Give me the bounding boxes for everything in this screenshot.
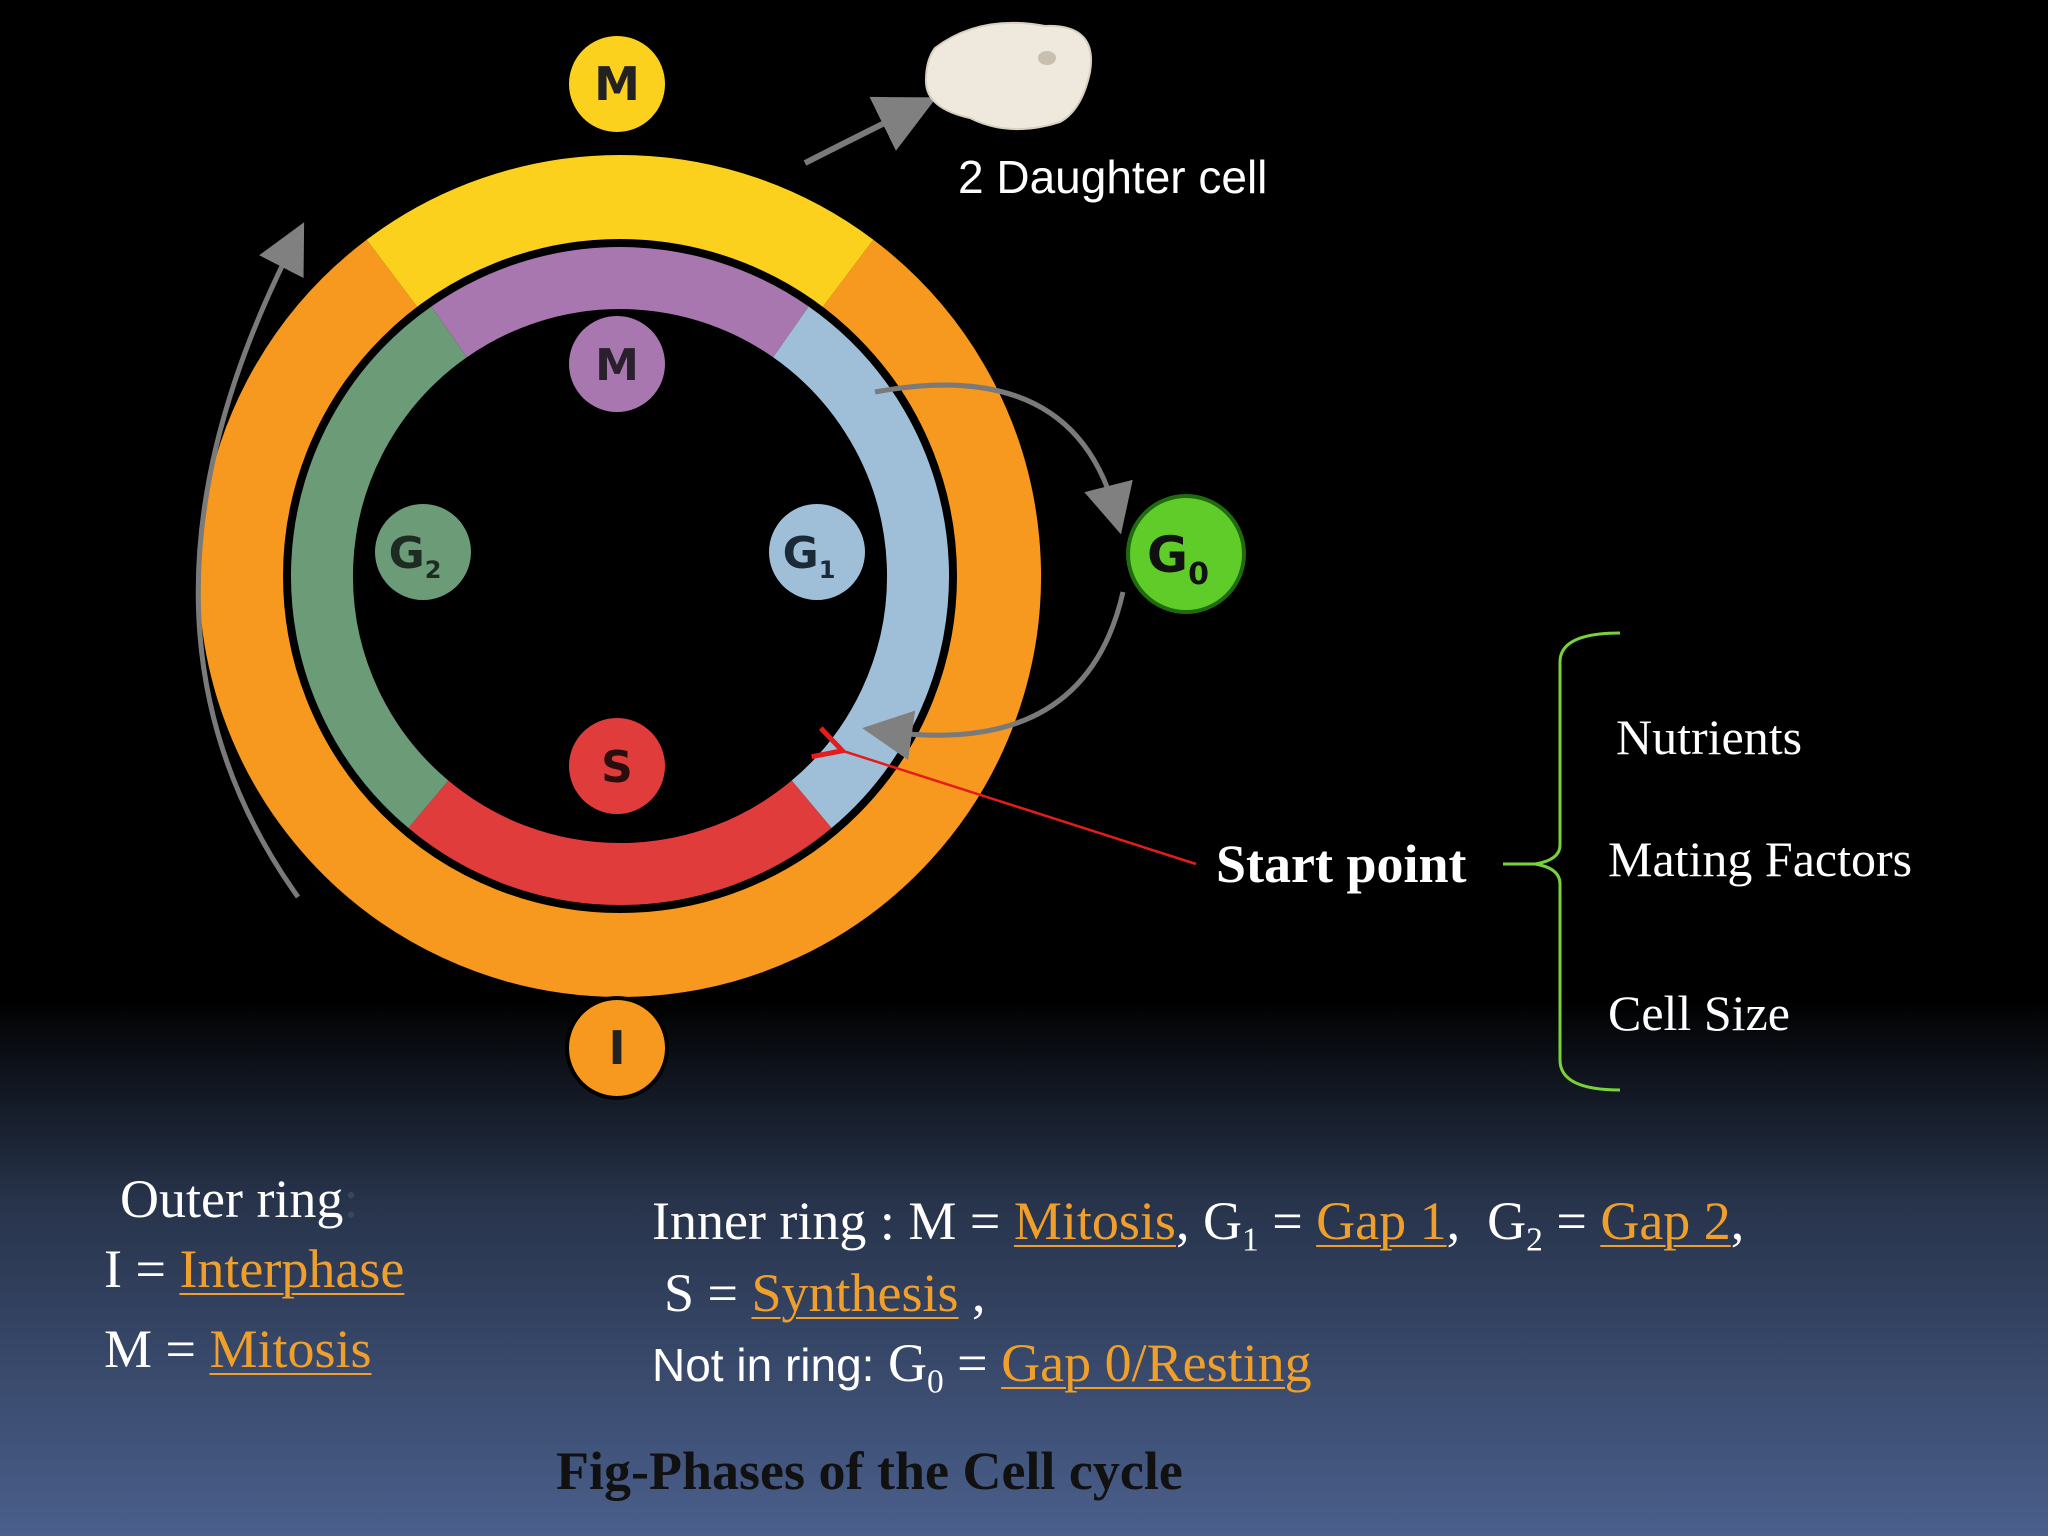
factor-cell-size: Cell Size — [1608, 985, 1790, 1041]
legend-inner-s-prefix: S = — [664, 1263, 738, 1323]
mitosis-link-outer[interactable]: Mitosis — [209, 1319, 372, 1379]
legend-outer-colon: : — [343, 1169, 359, 1229]
gap2-link[interactable]: Gap 2 — [1600, 1191, 1731, 1251]
outer-ring-mitosis-segment — [366, 155, 874, 311]
factor-mating-factors: Mating Factors — [1608, 831, 1913, 887]
g0-to-g1-arrow — [862, 591, 1126, 760]
legend-notring: Not in ring: G0 = Gap 0/Resting — [652, 1333, 1312, 1401]
ring-separator — [283, 239, 957, 913]
inner-ring-s-segment — [408, 780, 832, 905]
start-point-arrow — [840, 750, 1197, 866]
legend-notring-g0-label: G0 — [887, 1333, 944, 1401]
inner-badge-s: S — [569, 718, 665, 814]
daughter-cell-arrow — [803, 96, 937, 166]
interphase-link[interactable]: Interphase — [179, 1239, 405, 1299]
inner-badge-mitosis: M — [569, 316, 665, 412]
legend-inner-line1: Inner ring : M = Mitosis, G1 = Gap 1, G2… — [652, 1191, 1745, 1259]
inner-badge-g1: G1 — [769, 504, 865, 600]
inner-badge-g1-sub: 1 — [819, 556, 836, 584]
outer-badge-interphase: I — [565, 996, 669, 1100]
legend-notring-prefix: Not in ring: — [652, 1339, 875, 1391]
inner-ring-mitosis-segment — [431, 247, 809, 358]
svg-text:G1: G1 — [783, 528, 836, 584]
legend-outer-title: Outer ring: — [120, 1168, 358, 1230]
legend-inner-prefix: Inner ring : M = — [652, 1191, 1001, 1251]
daughter-cell-label: 2 Daughter cell — [958, 151, 1268, 203]
outer-badge-interphase-label: I — [608, 1021, 625, 1075]
inner-ring-g2-segment — [290, 306, 468, 829]
g1-to-g0-arrow — [874, 382, 1133, 535]
svg-text:G0: G0 — [1147, 526, 1209, 592]
outer-ring — [199, 155, 1041, 997]
g0-badge-sub: 0 — [1188, 557, 1209, 592]
legend-outer-mitosis: M = Mitosis — [104, 1318, 372, 1380]
outer-badge-mitosis: M — [565, 32, 669, 136]
legend-outer-i-prefix: I = — [104, 1239, 166, 1299]
legend-inner-g1-label: G1 — [1202, 1191, 1259, 1259]
inner-badge-mitosis-label: M — [595, 340, 639, 391]
g0-badge: G0 — [1126, 494, 1246, 614]
legend-inner-line2: S = Synthesis , — [664, 1263, 986, 1323]
outer-ring-interphase-segment — [199, 239, 1041, 997]
legend-inner-g2-label: G2 — [1487, 1191, 1543, 1259]
mitosis-link-inner[interactable]: Mitosis — [1013, 1191, 1176, 1251]
inner-badge-g2-label: G — [389, 528, 425, 579]
svg-text:G2: G2 — [389, 528, 442, 584]
factor-nutrients: Nutrients — [1616, 709, 1803, 765]
inner-badge-g1-label: G — [783, 528, 819, 579]
g0-badge-label: G — [1147, 526, 1188, 584]
legend-outer-title-text: Outer ring — [120, 1169, 344, 1229]
daughter-cell-image — [924, 21, 1092, 131]
inner-badge-g2: G2 — [375, 504, 471, 600]
start-point-label: Start point — [1216, 834, 1467, 894]
inner-badge-g2-sub: 2 — [425, 556, 442, 584]
gap0-link[interactable]: Gap 0/Resting — [1001, 1333, 1312, 1393]
synthesis-link[interactable]: Synthesis — [751, 1263, 959, 1323]
figure-caption: Fig-Phases of the Cell cycle — [556, 1441, 1183, 1501]
legend-outer-m-prefix: M = — [104, 1319, 196, 1379]
outer-badge-mitosis-label: M — [594, 57, 640, 111]
legend-outer-interphase: I = Interphase — [104, 1238, 404, 1300]
inner-badge-s-label: S — [601, 742, 633, 793]
cycle-direction-arrow — [195, 222, 305, 899]
gap1-link[interactable]: Gap 1 — [1316, 1191, 1447, 1251]
